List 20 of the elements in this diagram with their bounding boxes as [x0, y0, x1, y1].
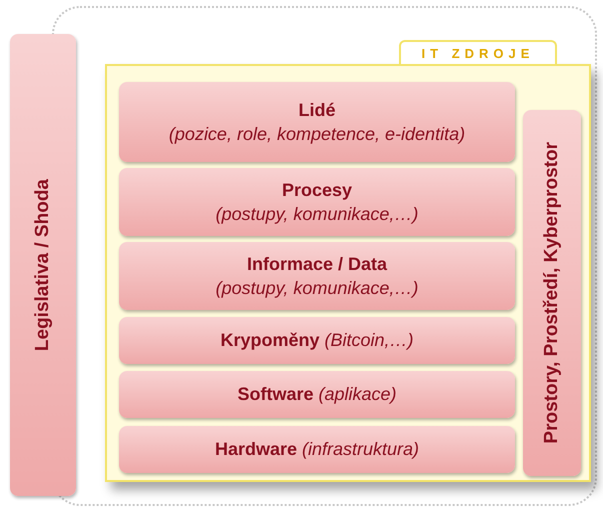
layer-box: [119, 317, 515, 364]
layer-label: Software (aplikace): [237, 384, 397, 405]
layer-title: Informace / Data: [246, 253, 388, 276]
layer-box: [119, 371, 515, 418]
layer-title: Procesy: [282, 179, 352, 202]
panel-title: IT ZDROJE: [422, 46, 534, 60]
layer-box: [119, 168, 515, 236]
bar-label: Prostory, Prostředí, Kyberprostor: [541, 142, 563, 444]
layer-box: [119, 426, 515, 473]
bar-label: Legislativa / Shoda: [32, 178, 54, 352]
layer-note: (pozice, role, kompetence, e-identita): [168, 123, 466, 146]
layer-title: Lidé: [298, 99, 336, 122]
layer-label: Hardware (infrastruktura): [214, 439, 420, 460]
layer-note: (postupy, komunikace,…): [216, 277, 418, 300]
layer-box: [119, 82, 515, 162]
layer-label: Krypoměny (Bitcoin,…): [220, 330, 414, 351]
layer-box: [119, 242, 515, 310]
side-bar: [523, 110, 581, 476]
layer-note: (postupy, komunikace,…): [216, 203, 418, 226]
side-bar: [10, 34, 76, 496]
